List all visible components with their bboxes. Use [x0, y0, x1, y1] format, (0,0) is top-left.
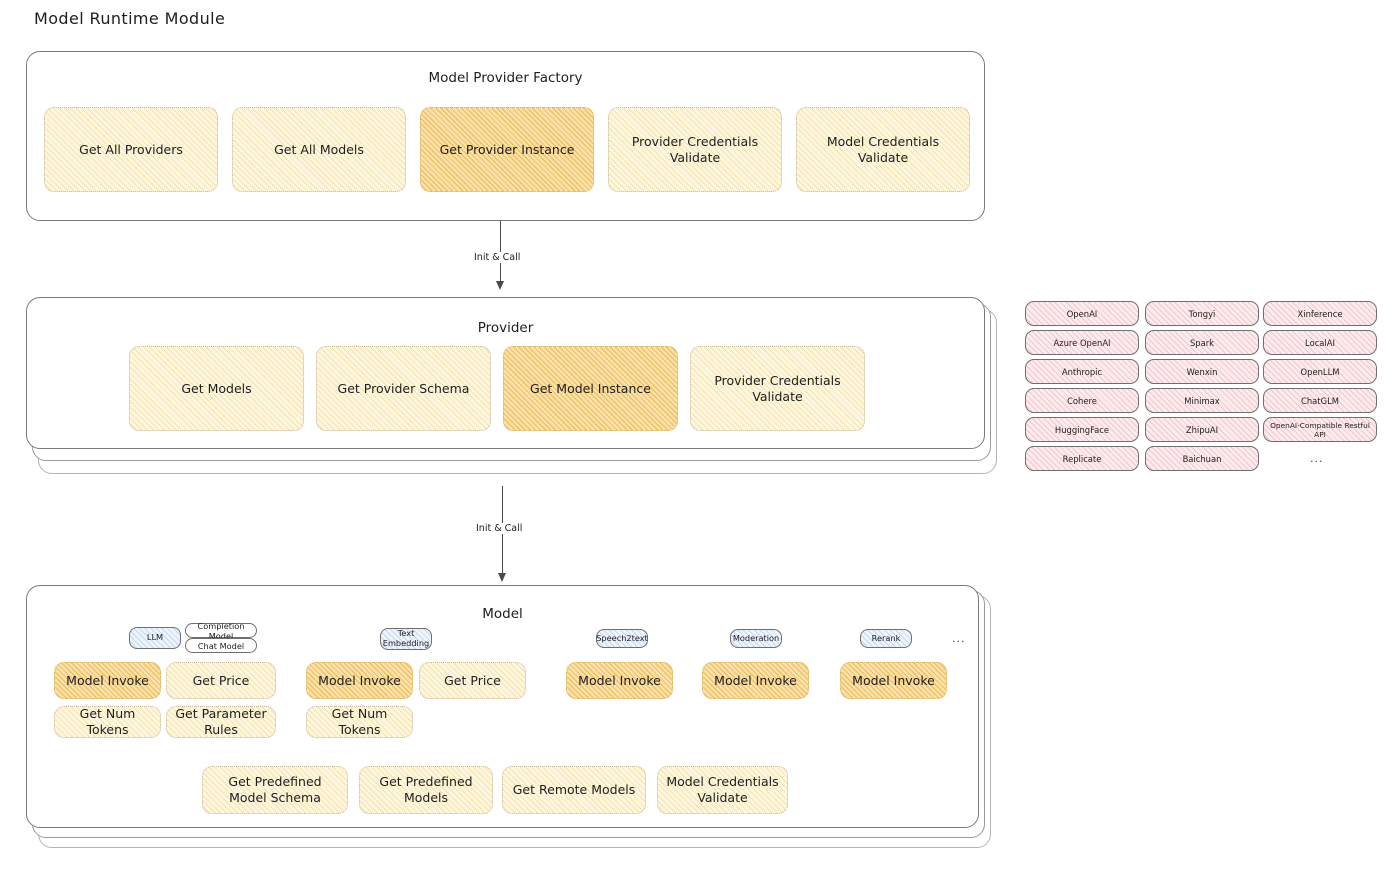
- factory-op-get-all-models[interactable]: Get All Models: [232, 107, 406, 192]
- arrow-provider-to-model-head: [498, 573, 506, 582]
- provider-op-provider-credentials-validate[interactable]: Provider Credentials Validate: [690, 346, 865, 431]
- arrow-provider-to-model-label: Init & Call: [472, 523, 527, 534]
- model-subtag-chat-model[interactable]: Chat Model: [185, 638, 257, 653]
- provider-title: Provider: [477, 320, 534, 336]
- provider-chip-minimax[interactable]: Minimax: [1145, 388, 1259, 413]
- provider-chip-tongyi[interactable]: Tongyi: [1145, 301, 1259, 326]
- provider-chip-openai[interactable]: OpenAI: [1025, 301, 1139, 326]
- model-speech2text-op-model-invoke[interactable]: Model Invoke: [566, 662, 673, 699]
- provider-chip-openllm[interactable]: OpenLLM: [1263, 359, 1377, 384]
- model-common-op-model-credentials-validate[interactable]: Model Credentials Validate: [657, 766, 788, 814]
- model-type-tag-moderation[interactable]: Moderation: [730, 629, 782, 648]
- provider-chip-baichuan[interactable]: Baichuan: [1145, 446, 1259, 471]
- factory-op-get-provider-instance[interactable]: Get Provider Instance: [420, 107, 594, 192]
- model-types-more: ...: [952, 632, 966, 645]
- provider-chip-chatglm[interactable]: ChatGLM: [1263, 388, 1377, 413]
- factory-op-provider-credentials-validate[interactable]: Provider Credentials Validate: [608, 107, 782, 192]
- model-llm-op-get-num-tokens[interactable]: Get Num Tokens: [54, 706, 161, 738]
- provider-chip-cohere[interactable]: Cohere: [1025, 388, 1139, 413]
- provider-chip-wenxin[interactable]: Wenxin: [1145, 359, 1259, 384]
- provider-chip-spark[interactable]: Spark: [1145, 330, 1259, 355]
- model-common-op-get-remote-models[interactable]: Get Remote Models: [502, 766, 646, 814]
- model-common-op-get-predefined-models[interactable]: Get Predefined Models: [359, 766, 493, 814]
- arrow-factory-to-provider-head: [496, 281, 504, 290]
- provider-op-get-models[interactable]: Get Models: [129, 346, 304, 431]
- model-text-embedding-op-model-invoke[interactable]: Model Invoke: [306, 662, 413, 699]
- model-type-tag-text-embedding[interactable]: Text Embedding: [380, 628, 432, 650]
- factory-op-get-all-providers[interactable]: Get All Providers: [44, 107, 218, 192]
- model-type-tag-rerank[interactable]: Rerank: [860, 629, 912, 648]
- model-type-tag-speech2text[interactable]: Speech2text: [596, 629, 648, 648]
- model-moderation-op-model-invoke[interactable]: Model Invoke: [702, 662, 809, 699]
- model-llm-op-get-price[interactable]: Get Price: [166, 662, 276, 699]
- provider-chip-anthropic[interactable]: Anthropic: [1025, 359, 1139, 384]
- provider-op-get-provider-schema[interactable]: Get Provider Schema: [316, 346, 491, 431]
- provider-chip-huggingface[interactable]: HuggingFace: [1025, 417, 1139, 442]
- factory-op-model-credentials-validate[interactable]: Model Credentials Validate: [796, 107, 970, 192]
- model-llm-op-get-parameter-rules[interactable]: Get Parameter Rules: [166, 706, 276, 738]
- provider-chip-azure-openai[interactable]: Azure OpenAI: [1025, 330, 1139, 355]
- model-title: Model: [482, 606, 523, 622]
- provider-chip-localai[interactable]: LocalAI: [1263, 330, 1377, 355]
- provider-chip-replicate[interactable]: Replicate: [1025, 446, 1139, 471]
- model-llm-op-model-invoke[interactable]: Model Invoke: [54, 662, 161, 699]
- model-text-embedding-op-get-num-tokens[interactable]: Get Num Tokens: [306, 706, 413, 738]
- model-provider-factory-title: Model Provider Factory: [428, 70, 583, 86]
- provider-list-more: ...: [1310, 452, 1324, 465]
- provider-chip-zhipuai[interactable]: ZhipuAI: [1145, 417, 1259, 442]
- provider-chip-openai-compatible-restful-api[interactable]: OpenAI-Compatible Restful API: [1263, 417, 1377, 442]
- provider-chip-xinference[interactable]: Xinference: [1263, 301, 1377, 326]
- arrow-factory-to-provider-label: Init & Call: [470, 252, 525, 263]
- model-rerank-op-model-invoke[interactable]: Model Invoke: [840, 662, 947, 699]
- model-common-op-get-predefined-model-schema[interactable]: Get Predefined Model Schema: [202, 766, 348, 814]
- model-subtag-completion-model[interactable]: Completion Model: [185, 621, 257, 641]
- model-type-tag-llm[interactable]: LLM: [129, 627, 181, 649]
- page-title: Model Runtime Module: [34, 9, 226, 28]
- model-text-embedding-op-get-price[interactable]: Get Price: [419, 662, 526, 699]
- provider-op-get-model-instance[interactable]: Get Model Instance: [503, 346, 678, 431]
